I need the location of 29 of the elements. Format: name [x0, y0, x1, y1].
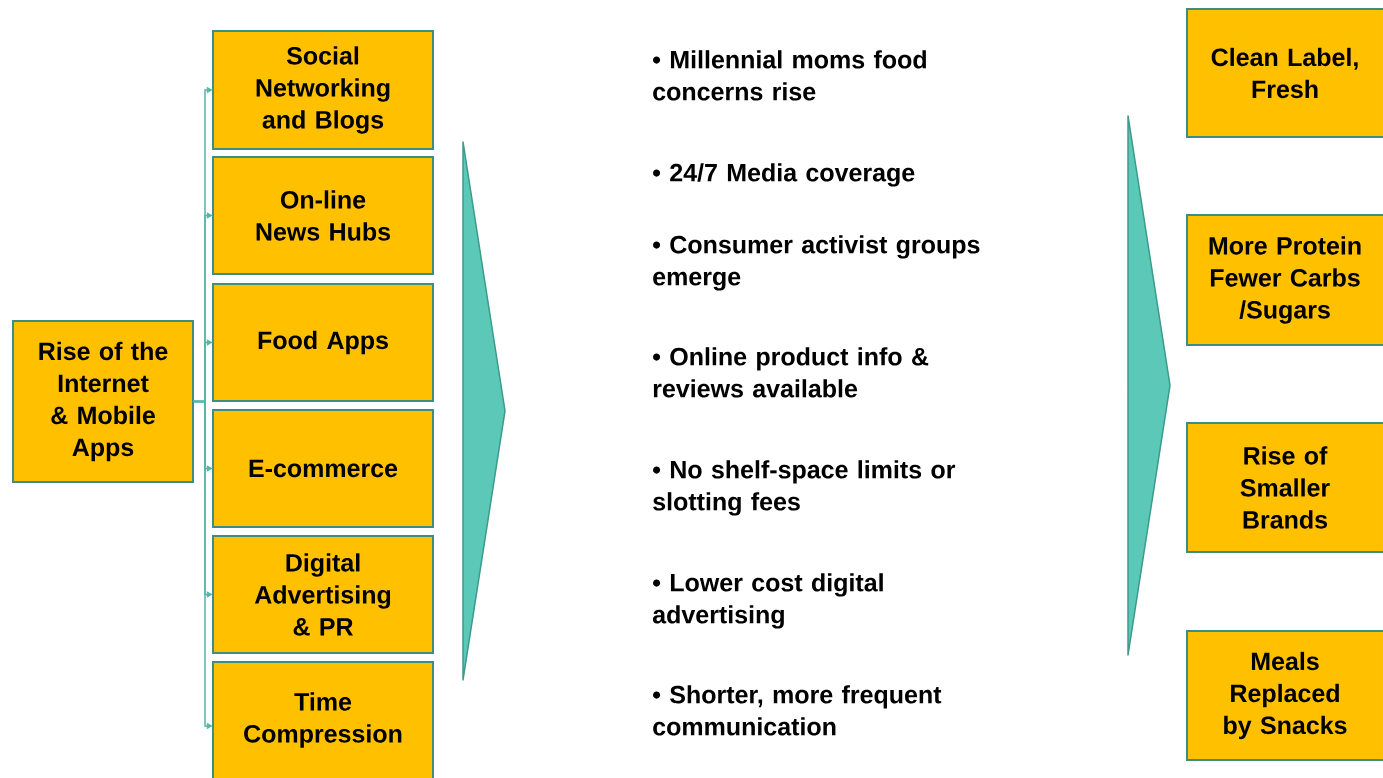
bullet-item: • Millennial moms food concerns rise [653, 50, 926, 101]
node-label: Rise of Smaller Brands [1240, 446, 1330, 529]
bullet-item: • No shelf-space limits or slotting fees [653, 460, 956, 516]
process-box [1186, 422, 1383, 553]
bullet-item: • Shorter, more frequent communication [653, 685, 942, 736]
process-box [12, 320, 194, 483]
bullet-item: • Lower cost digital advertising [652, 573, 883, 629]
process-box [1186, 8, 1383, 138]
node-label: On-line News Hubs [256, 190, 391, 241]
node-label: More Protein Fewer Carbs /Sugars [1209, 236, 1361, 324]
node-label: Meals Replaced by Snacks [1224, 651, 1347, 740]
node-label: Time Compression [244, 692, 402, 748]
node-label: E-commerce [249, 459, 398, 478]
node-label: Food Apps [258, 330, 388, 355]
process-box [1186, 214, 1383, 346]
bullet-item: • Online product info & reviews available [653, 347, 929, 398]
node-label: Digital Advertising & PR [254, 553, 391, 636]
process-box [212, 156, 434, 275]
bullet-item: • Consumer activist groups emerge [653, 235, 980, 291]
process-box [212, 661, 434, 778]
process-box [212, 30, 434, 150]
process-box [1186, 630, 1383, 761]
process-box [212, 283, 434, 402]
process-box [212, 409, 434, 528]
node-label: Clean Label, Fresh [1211, 47, 1358, 99]
bullet-item: • 24/7 Media coverage [653, 163, 915, 187]
node-label: Rise of the Internet & Mobile Apps [39, 341, 168, 462]
process-box [212, 535, 434, 654]
node-label: Social Networking and Blogs [256, 46, 390, 134]
